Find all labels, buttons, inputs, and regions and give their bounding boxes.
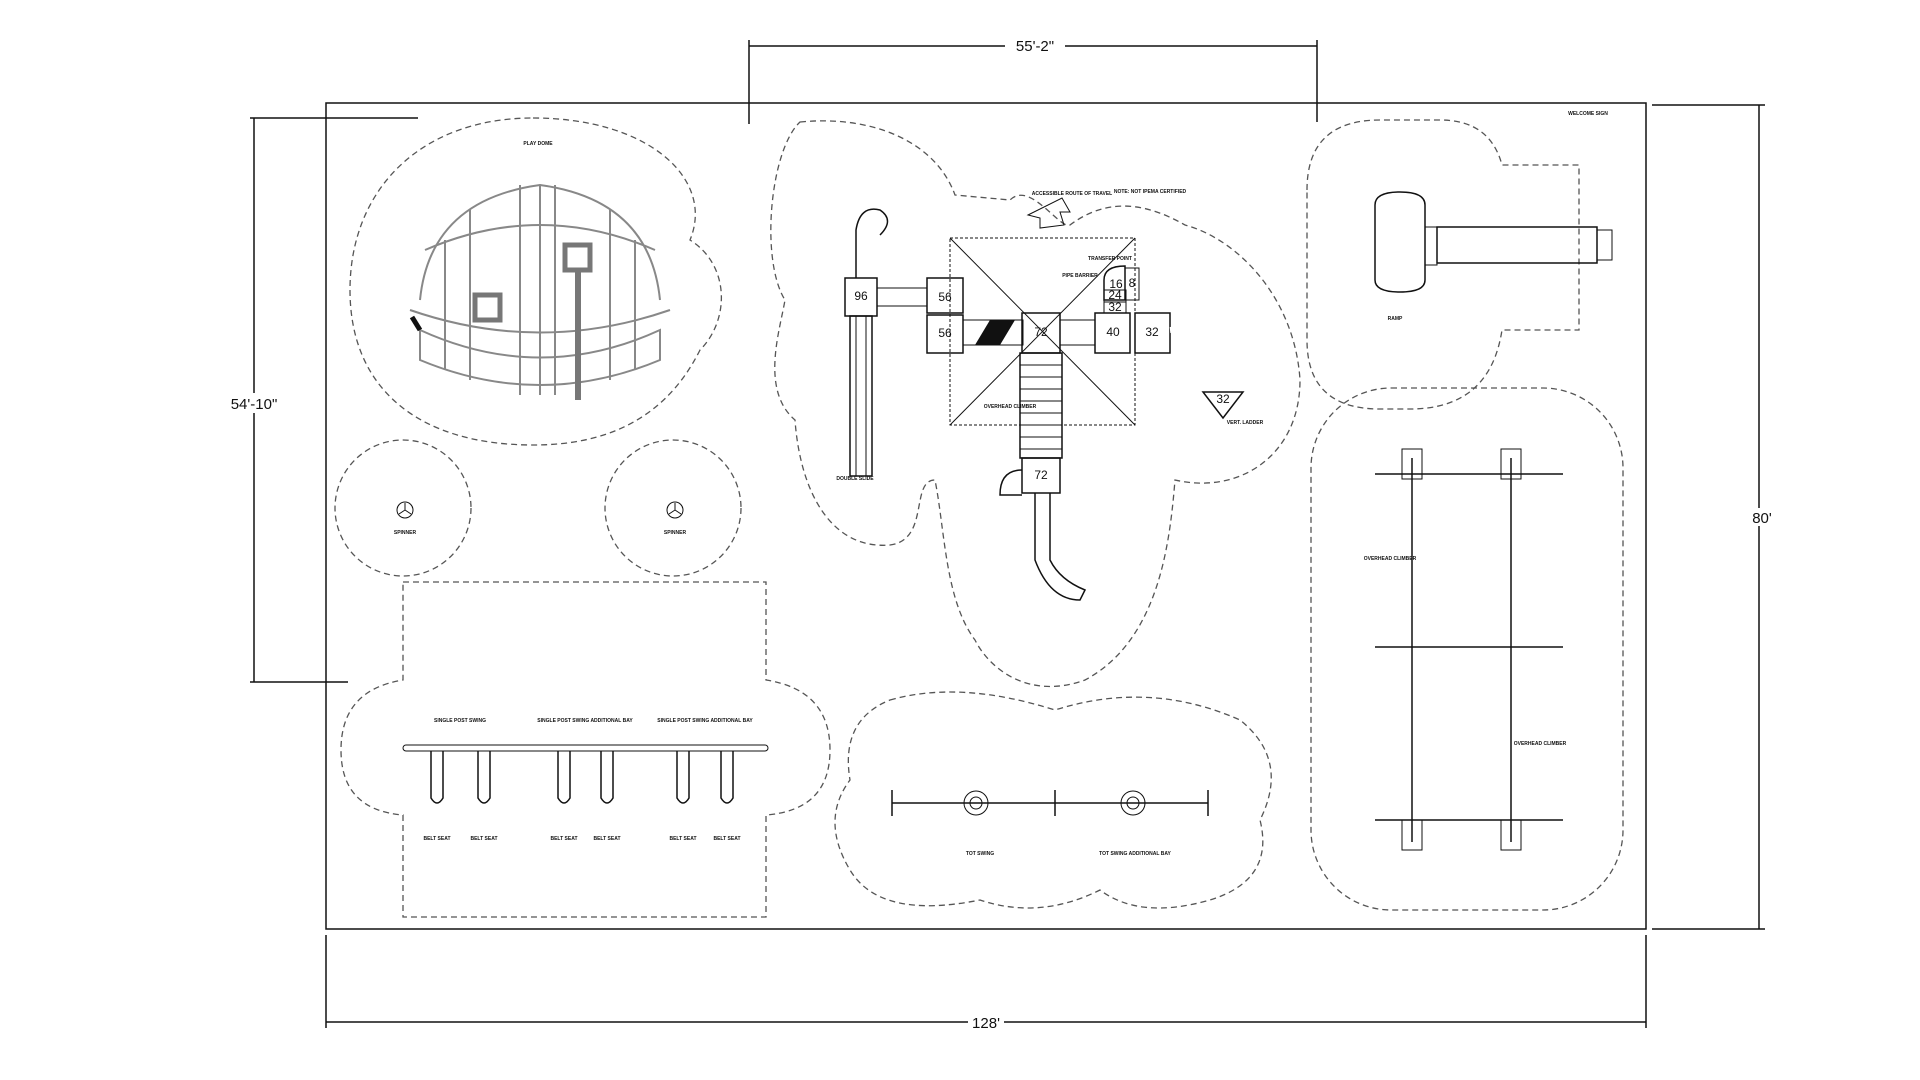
svg-text:BELT SEAT: BELT SEAT xyxy=(593,836,620,842)
site-boundary xyxy=(325,102,1647,930)
dimension-left: 54'-10" xyxy=(210,117,418,683)
svg-text:SINGLE POST SWING: SINGLE POST SWING xyxy=(434,718,486,724)
svg-text:32: 32 xyxy=(1216,392,1230,406)
dimension-bottom: 128' xyxy=(325,935,1647,1032)
svg-text:WELCOME SIGN: WELCOME SIGN xyxy=(1568,111,1608,117)
svg-text:OVERHEAD CLIMBER: OVERHEAD CLIMBER xyxy=(1514,741,1567,747)
svg-text:BELT SEAT: BELT SEAT xyxy=(669,836,696,842)
svg-text:72: 72 xyxy=(1034,325,1048,339)
svg-text:NOTE: NOT IPEMA CERTIFIED: NOTE: NOT IPEMA CERTIFIED xyxy=(1114,189,1187,195)
svg-text:SPINNER: SPINNER xyxy=(394,530,417,536)
dome-area: PLAY DOME xyxy=(349,117,723,446)
svg-text:96: 96 xyxy=(854,289,868,303)
svg-text:TOT SWING: TOT SWING xyxy=(966,851,994,857)
svg-text:BELT SEAT: BELT SEAT xyxy=(713,836,740,842)
swing-area: SINGLE POST SWING SINGLE POST SWING ADDI… xyxy=(340,581,831,918)
ramp-structure-area: WELCOME SIGN RAMP xyxy=(1306,111,1613,410)
spinner-right: SPINNER xyxy=(604,439,742,577)
svg-text:56: 56 xyxy=(938,326,952,340)
svg-text:32: 32 xyxy=(1108,300,1122,314)
svg-text:BELT SEAT: BELT SEAT xyxy=(550,836,577,842)
svg-text:OVERHEAD CLIMBER: OVERHEAD CLIMBER xyxy=(984,404,1037,410)
svg-text:32: 32 xyxy=(1145,325,1159,339)
svg-text:72: 72 xyxy=(1034,468,1048,482)
svg-text:SINGLE POST SWING ADDITIONAL B: SINGLE POST SWING ADDITIONAL BAY xyxy=(537,718,633,724)
dimension-top: 55'-2" xyxy=(748,36,1318,124)
svg-text:OVERHEAD CLIMBER: OVERHEAD CLIMBER xyxy=(1364,556,1417,562)
svg-text:SPINNER: SPINNER xyxy=(664,530,687,536)
svg-text:TRANSFER POINT: TRANSFER POINT xyxy=(1088,256,1132,262)
svg-text:SINGLE POST SWING ADDITIONAL B: SINGLE POST SWING ADDITIONAL BAY xyxy=(657,718,753,724)
svg-text:128': 128' xyxy=(972,1015,1000,1032)
svg-text:ACCESSIBLE ROUTE OF TRAVEL: ACCESSIBLE ROUTE OF TRAVEL xyxy=(1032,191,1112,197)
svg-text:56: 56 xyxy=(938,290,952,304)
svg-text:80': 80' xyxy=(1752,510,1772,527)
tot-swing-area: TOT SWING TOT SWING ADDITIONAL BAY xyxy=(834,691,1272,909)
svg-text:BELT SEAT: BELT SEAT xyxy=(423,836,450,842)
svg-text:16: 16 xyxy=(1109,277,1123,291)
svg-text:PIPE BARRIER: PIPE BARRIER xyxy=(1062,273,1098,279)
svg-text:TOT SWING ADDITIONAL BAY: TOT SWING ADDITIONAL BAY xyxy=(1099,851,1171,857)
svg-text:8: 8 xyxy=(1129,276,1136,290)
dome-climber xyxy=(409,183,671,400)
svg-text:RAMP: RAMP xyxy=(1388,316,1403,322)
overhead-climber-area: OVERHEAD CLIMBER OVERHEAD CLIMBER xyxy=(1310,387,1624,911)
svg-text:54'-10": 54'-10" xyxy=(231,396,278,413)
svg-text:BELT SEAT: BELT SEAT xyxy=(470,836,497,842)
svg-text:55'-2": 55'-2" xyxy=(1016,38,1054,55)
svg-text:VERT. LADDER: VERT. LADDER xyxy=(1227,420,1264,426)
accessible-route-arrow-icon xyxy=(1026,197,1071,229)
play-structure-area: ACCESSIBLE ROUTE OF TRAVEL NOTE: NOT IPE… xyxy=(770,120,1301,688)
svg-text:PLAY DOME: PLAY DOME xyxy=(523,141,553,147)
dimension-right: 80' xyxy=(1652,104,1773,930)
svg-text:24: 24 xyxy=(1108,288,1122,302)
spinner-left: SPINNER xyxy=(334,439,472,577)
svg-text:40: 40 xyxy=(1106,325,1120,339)
svg-text:DOUBLE SLIDE: DOUBLE SLIDE xyxy=(836,476,874,482)
